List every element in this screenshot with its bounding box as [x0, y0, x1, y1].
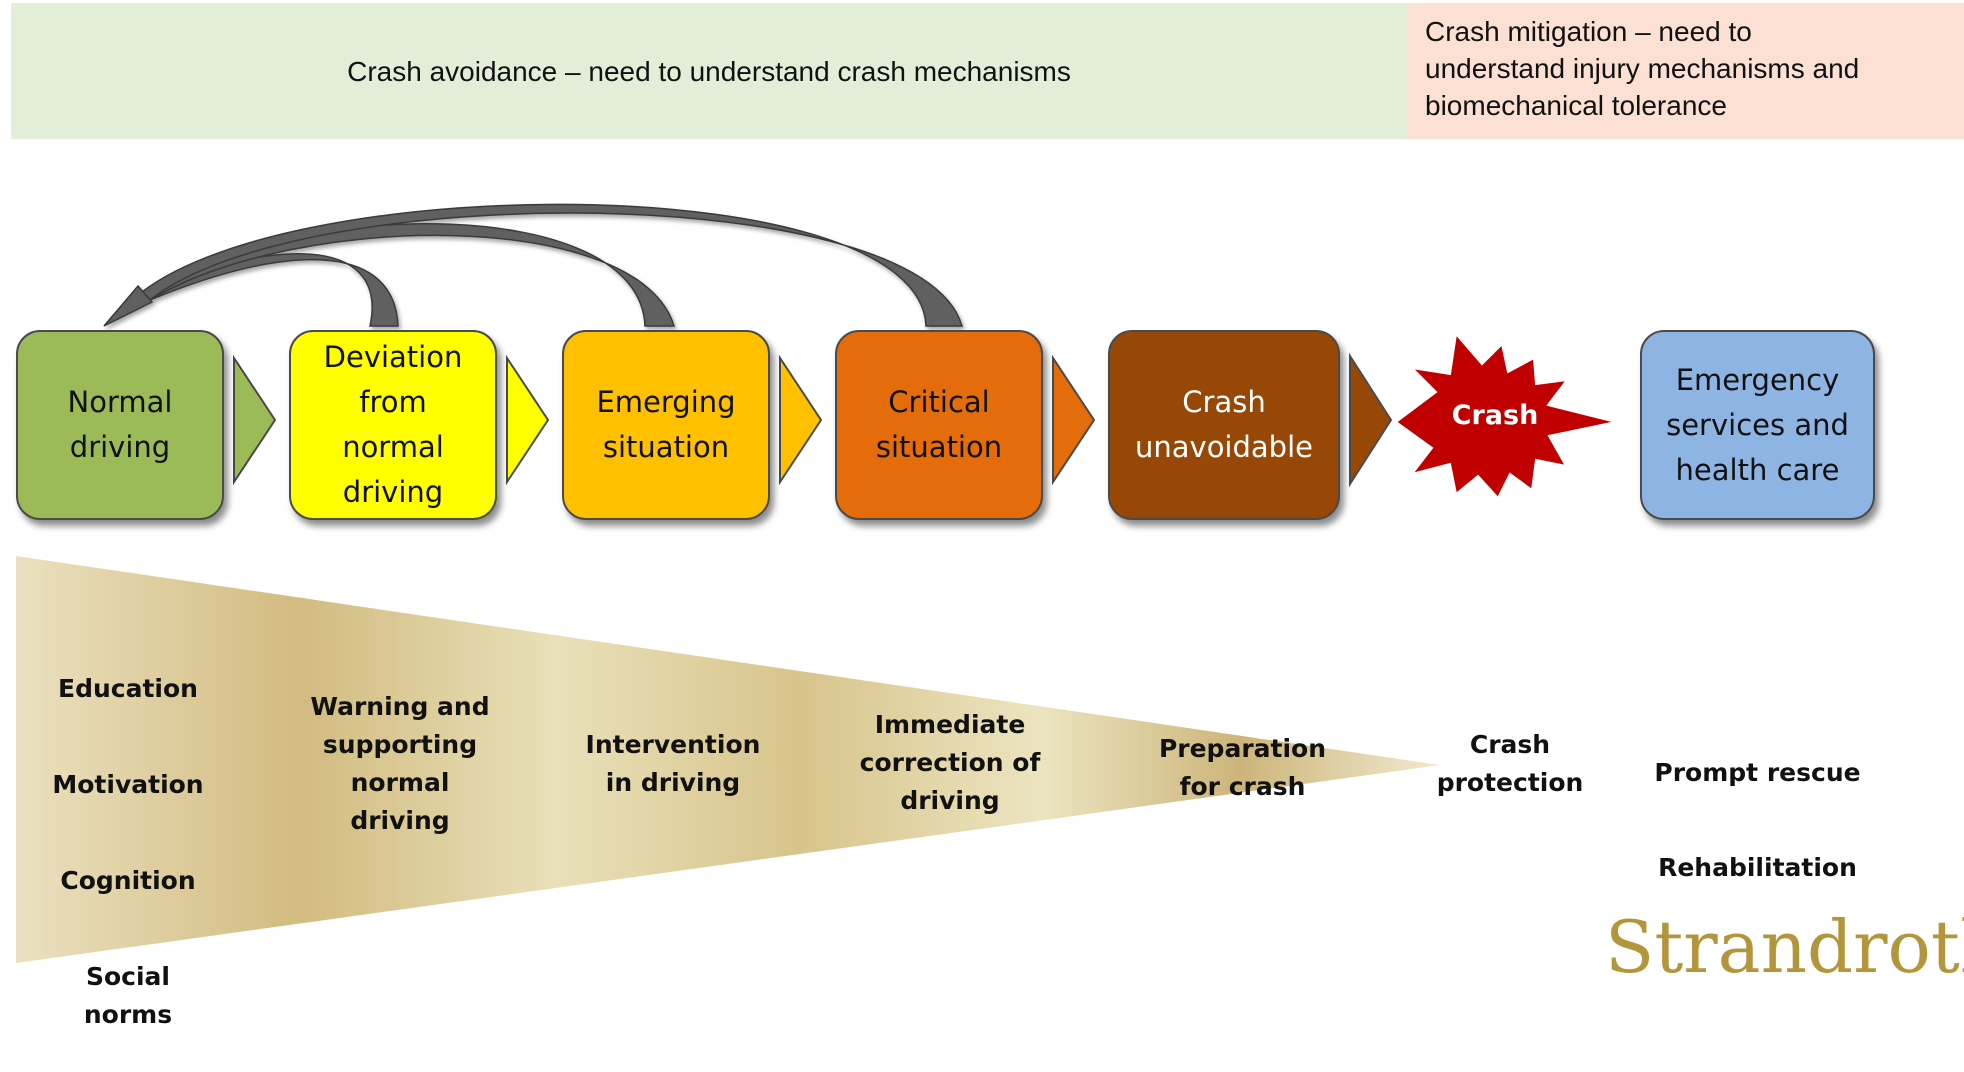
diagram-graphics [16, 203, 1617, 963]
crash-avoidance-text: Crash avoidance – need to understand cra… [347, 56, 1071, 87]
measure-warning-supporting: Warning and supporting normal driving [310, 692, 490, 835]
measure-motivation: Motivation [52, 770, 204, 799]
stage-crash-unavoidable: Crash unavoidable [1108, 330, 1340, 520]
crash-mitigation-line-3: biomechanical tolerance [1425, 90, 1727, 121]
crash-avoidance-banner: Crash avoidance – need to understand cra… [11, 3, 1407, 139]
chevron-critical-icon [1052, 354, 1096, 486]
chevron-emerging-icon [779, 354, 823, 486]
prevention-wedge [16, 556, 1440, 963]
crash-starburst-icon [1394, 331, 1617, 500]
measure-social-norms: Social norms [83, 962, 173, 1029]
crash-mitigation-banner: Crash mitigation – need to understand in… [1407, 3, 1964, 139]
measures-col-1: Education Motivation Cognition Social no… [28, 632, 228, 1072]
chevron-deviation-icon [506, 354, 550, 486]
chevrons [233, 352, 1393, 488]
feedback-arrow-deviation [140, 252, 399, 327]
feedback-arrow-head [103, 284, 154, 327]
measures-col-7: Prompt rescue Rehabilitation [1635, 716, 1880, 925]
crash-mitigation-line-1: Crash mitigation – need to [1425, 16, 1752, 47]
measure-immediate-correction: Immediate correction of driving [859, 710, 1041, 815]
measure-prompt-rescue: Prompt rescue [1654, 758, 1861, 787]
feedback-arrow-critical [140, 203, 964, 327]
stage-normal-driving: Normal driving [16, 330, 224, 520]
chevron-unavoidable-icon [1349, 352, 1393, 488]
stage-deviation: Deviation from normal driving [289, 330, 497, 520]
stage-emerging-situation: Emerging situation [562, 330, 770, 520]
stage-critical-situation: Critical situation [835, 330, 1043, 520]
measure-education: Education [58, 674, 198, 703]
crash-label: Crash [1451, 400, 1539, 431]
measure-crash-protection: Crash protection [1436, 730, 1584, 797]
measure-rehabilitation: Rehabilitation [1658, 853, 1857, 882]
crash-mitigation-text: Crash mitigation – need to understand in… [1425, 13, 1859, 124]
measure-cognition: Cognition [60, 866, 196, 895]
stage-emergency-services: Emergency services and health care [1640, 330, 1875, 520]
author-watermark: Strandroth [1605, 905, 1964, 989]
crash-mitigation-line-2: understand injury mechanisms and [1425, 53, 1860, 84]
measure-preparation: Preparation for crash [1158, 734, 1327, 801]
feedback-arrows [103, 203, 964, 327]
chevron-normal-icon [233, 354, 277, 486]
measure-intervention: Intervention in driving [585, 730, 761, 797]
